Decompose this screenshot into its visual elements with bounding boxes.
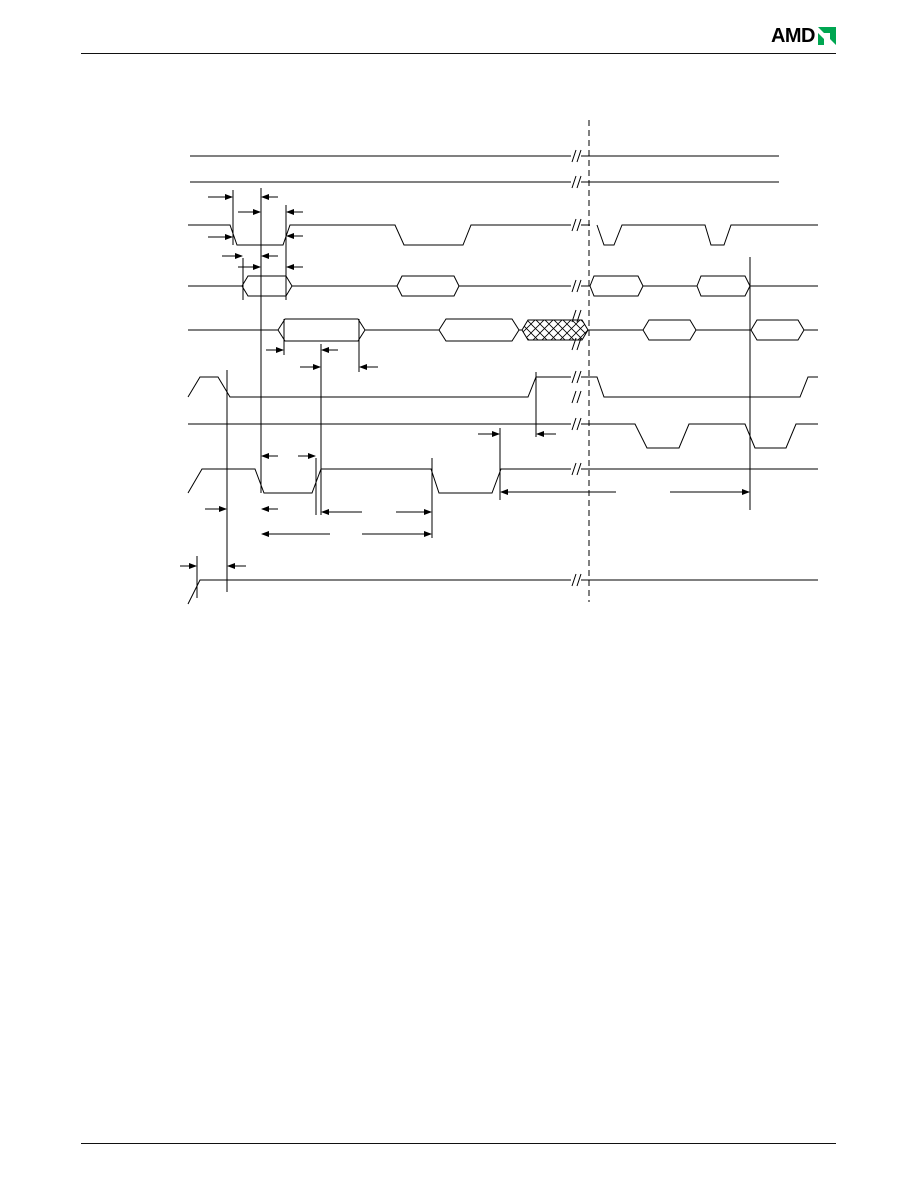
reference-lines — [196, 188, 751, 598]
amd-logo: AMD — [771, 24, 838, 48]
signal-9-waveform — [187, 579, 818, 605]
break-markers — [571, 149, 582, 587]
header-rule — [81, 53, 836, 54]
timing-arrows — [180, 194, 750, 569]
signal-3-waveform — [188, 224, 818, 246]
footer-rule — [81, 1143, 836, 1144]
signal-7-waveform — [188, 423, 818, 449]
logo-text: AMD — [770, 24, 816, 47]
amd-arrow-icon — [818, 27, 836, 45]
signal-4-bus — [188, 275, 818, 297]
signal-5-bus — [188, 318, 818, 342]
signal-6-waveform — [187, 376, 818, 398]
invalid-data-region — [521, 319, 589, 341]
signal-8-waveform — [187, 468, 818, 494]
